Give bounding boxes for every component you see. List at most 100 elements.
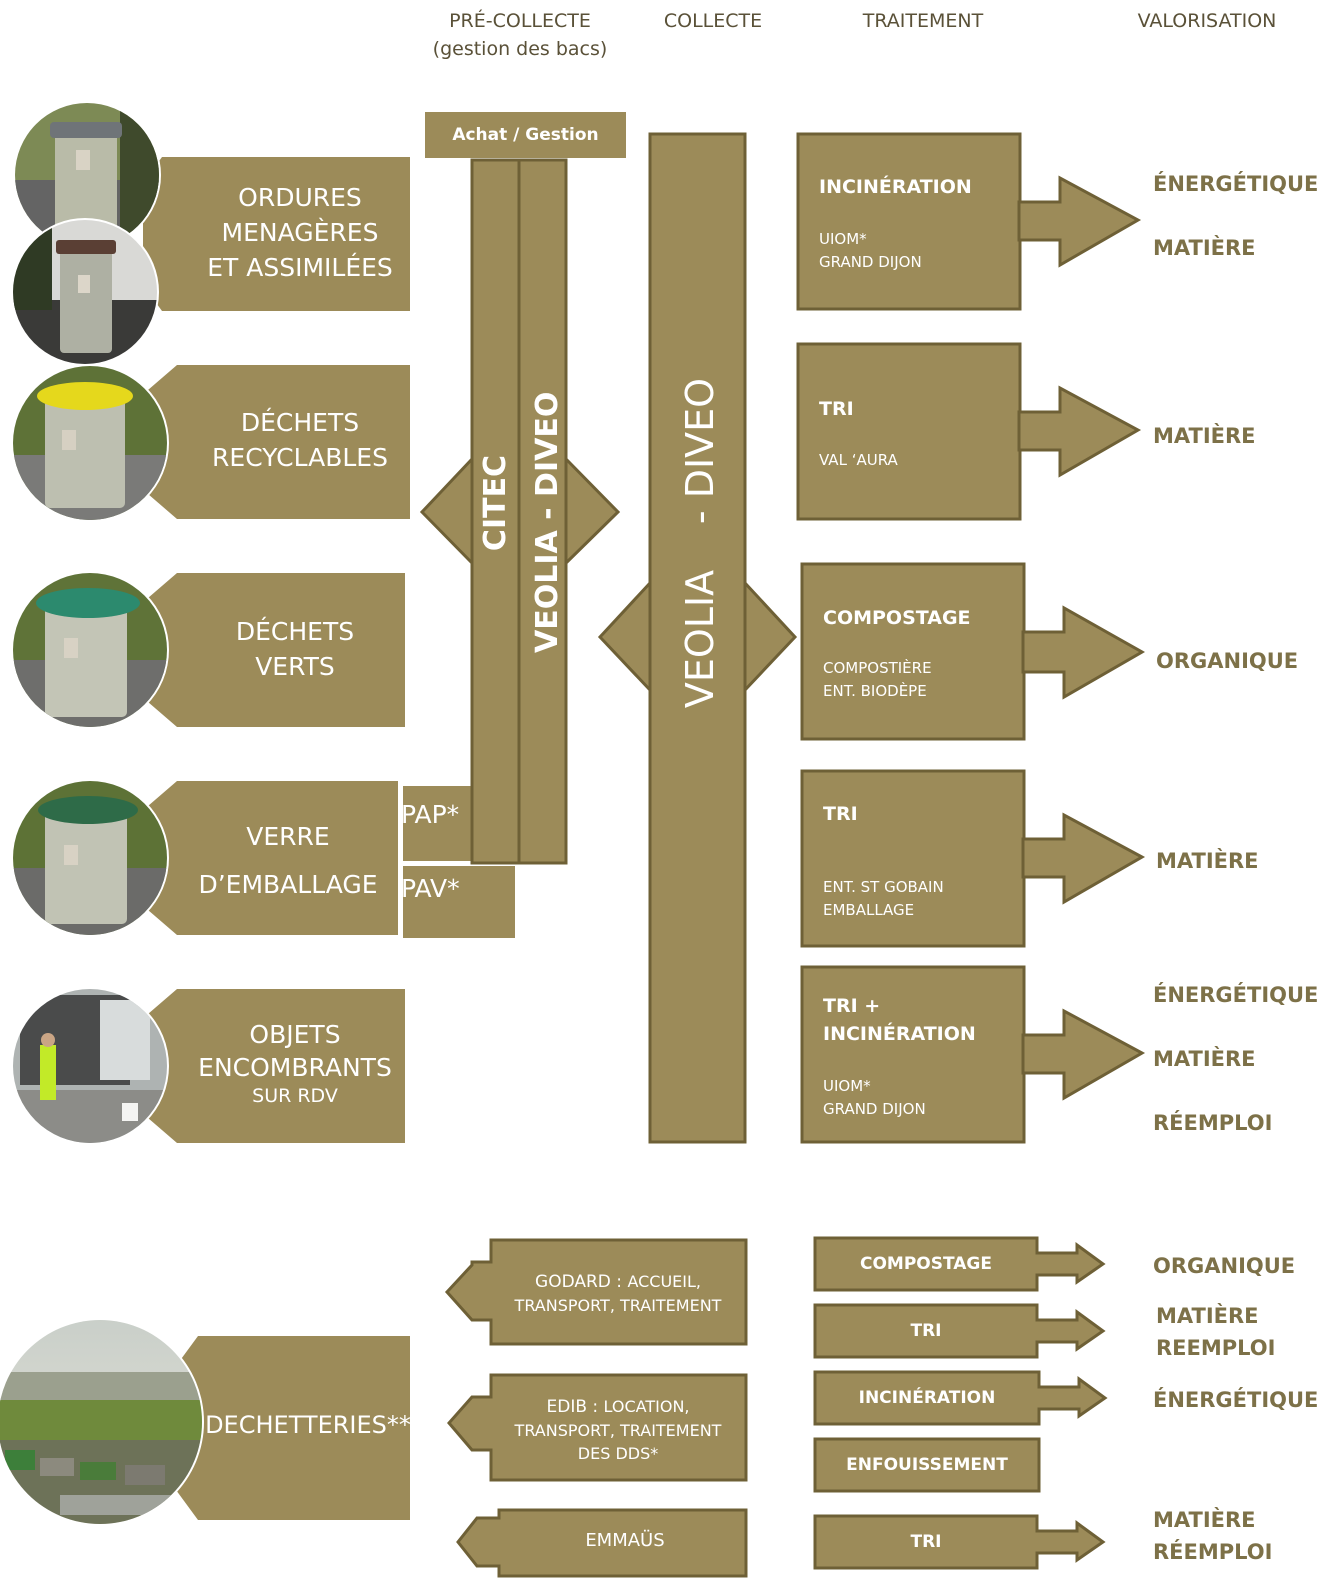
achat-gestion-box [425, 112, 626, 158]
treatment-arrow-1 [1017, 175, 1142, 268]
ordures-label: ORDURES MENAGÈRES ET ASSIMILÉES [190, 180, 410, 285]
valorisation-3-organique: ORGANIQUE [1156, 649, 1299, 673]
treatment-3-sub: COMPOSTIÈRE ENT. BIODÈPE [823, 657, 932, 703]
header-traitement: TRAITEMENT [862, 10, 984, 32]
edib-name: EDIB : [546, 1397, 604, 1417]
treatment-3-sub-line1: COMPOSTIÈRE [823, 659, 932, 677]
treatment-1-sub-line1: UIOM* [819, 230, 867, 248]
encombrants-tab [148, 989, 405, 1143]
treatment-4-sub-line2: EMBALLAGE [823, 901, 915, 919]
treatment-box-5 [800, 965, 1026, 1144]
pav-label: PAV* [401, 874, 460, 903]
verts-line1: DÉCHETS [235, 617, 355, 646]
dech-val-reemploi-2: RÉEMPLOI [1153, 1540, 1273, 1564]
precollecte-bar [419, 158, 621, 865]
ordures-tab [143, 157, 410, 311]
verre-line2: D’EMBALLAGE [198, 870, 378, 899]
encombrants-label: OBJETS ENCOMBRANTS SUR RDV [185, 1018, 405, 1108]
valorisation-5-matiere: MATIÈRE [1153, 1047, 1256, 1071]
treatment-4-sub-line1: ENT. ST GOBAIN [823, 878, 944, 896]
verts-line2: VERTS [255, 652, 335, 681]
brown-lid-bin-photo [11, 218, 159, 366]
collecte-veolia-label: VEOLIA [678, 569, 722, 709]
achat-gestion-label: Achat / Gestion [452, 125, 599, 145]
compostage-arrow [813, 1236, 1106, 1292]
treatment-box-4 [800, 769, 1026, 948]
decheterie-operator-arrows [444, 1238, 748, 1578]
treatment-5-sub: UIOM* GRAND DIJON [823, 1075, 926, 1121]
incineration-arrow [813, 1370, 1108, 1426]
enfouissement-box [813, 1437, 1041, 1493]
treatment-1-title: INCINÉRATION [819, 176, 972, 198]
citec-bar [470, 158, 521, 865]
ordures-line2: MENAGÈRES [221, 218, 379, 247]
edib-rest1: LOCATION, [603, 1397, 690, 1416]
collecte-bar [597, 132, 798, 1144]
edib-arrow [447, 1373, 748, 1482]
treatment-arrow-2 [1017, 385, 1142, 478]
recyclables-label: DÉCHETS RECYCLABLES [190, 405, 410, 475]
emmaus-arrow [456, 1508, 748, 1578]
godard-line1: GODARD : ACCUEIL, [493, 1270, 743, 1294]
tri-arrow-2 [813, 1514, 1106, 1570]
recyclables-line2: RECYCLABLES [212, 443, 388, 472]
emmaus-text: EMMAÜS [585, 1530, 665, 1551]
godard-rest1: ACCUEIL, [627, 1272, 701, 1291]
valorisation-2-matiere: MATIÈRE [1153, 424, 1256, 448]
verre-tab [148, 781, 398, 935]
collecte-diveo-label: - DIVEO [678, 377, 722, 525]
treatment-arrow-4 [1021, 812, 1146, 905]
treatment-4-title: TRI [823, 803, 858, 825]
treatment-5-sub-line2: GRAND DIJON [823, 1100, 926, 1118]
treatment-5-title-line1: TRI + [823, 995, 881, 1017]
treatment-arrow-3 [1021, 605, 1146, 700]
veolia-diveo-precollecte-label: VEOLIA - DIVEO [530, 391, 565, 653]
header-precollecte-line2: (gestion des bacs) [432, 38, 608, 60]
dech-val-reemploi: REEMPLOI [1156, 1336, 1276, 1360]
dech-val-matiere: MATIÈRE [1156, 1304, 1259, 1328]
godard-name: GODARD : [535, 1272, 628, 1292]
header-precollecte: PRÉ-COLLECTE (gestion des bacs) [420, 7, 620, 63]
treatment-arrow-5 [1021, 1008, 1146, 1101]
treatment-5-title-line2: INCINÉRATION [823, 1023, 976, 1045]
treatment-box-3 [800, 562, 1026, 741]
verre-line1: VERRE [246, 822, 330, 851]
edib-line1: EDIB : LOCATION, [493, 1395, 743, 1419]
encombrants-line3: SUR RDV [252, 1085, 338, 1107]
decheteries-label: DECHETTERIES** [205, 1411, 411, 1439]
godard-text: GODARD : ACCUEIL, TRANSPORT, TRAITEMENT [493, 1270, 743, 1317]
edib-line3: DES DDS* [577, 1444, 659, 1463]
dech-treatment-tri: TRI [910, 1321, 942, 1341]
treatment-2-title: TRI [819, 398, 854, 420]
dech-treatment-enfouissement: ENFOUISSEMENT [846, 1455, 1008, 1475]
treatment-boxes [796, 132, 1146, 1144]
edib-text: EDIB : LOCATION, TRANSPORT, TRAITEMENT D… [493, 1395, 743, 1465]
pav-box [403, 866, 515, 938]
treatment-4-sub: ENT. ST GOBAIN EMBALLAGE [823, 876, 944, 922]
valorisation-5-reemploi: RÉEMPLOI [1153, 1111, 1273, 1135]
encombrants-line2: ENCOMBRANTS [198, 1053, 392, 1082]
decheterie-treatment-arrows [813, 1236, 1108, 1570]
treatment-2-sub: VAL ‘AURA [819, 451, 898, 469]
green-lid-bin-photo [11, 571, 169, 729]
recyclables-line1: DÉCHETS [240, 408, 360, 437]
dech-val-matiere-2: MATIÈRE [1153, 1508, 1256, 1532]
tri-arrow [813, 1303, 1106, 1359]
encombrants-line1: OBJETS [249, 1020, 341, 1049]
valorisation-1-energetique: ÉNERGÉTIQUE [1153, 172, 1319, 196]
edib-line2: TRANSPORT, TRAITEMENT [514, 1421, 722, 1440]
treatment-box-2 [796, 342, 1022, 521]
header-precollecte-line1: PRÉ-COLLECTE [449, 10, 591, 32]
header-collecte: COLLECTE [663, 10, 763, 32]
header-valorisation: VALORISATION [1137, 10, 1277, 32]
decheteries-tab [176, 1336, 410, 1520]
veolia-diveo-collecte-bar [648, 132, 747, 1144]
verts-label: DÉCHETS VERTS [185, 614, 405, 684]
treatment-1-sub: UIOM* GRAND DIJON [819, 228, 922, 274]
treatment-5-title: TRI + INCINÉRATION [823, 992, 976, 1048]
dech-val-organique: ORGANIQUE [1153, 1254, 1296, 1278]
valorisation-5-energetique: ÉNERGÉTIQUE [1153, 983, 1319, 1007]
pap-box [403, 786, 475, 861]
